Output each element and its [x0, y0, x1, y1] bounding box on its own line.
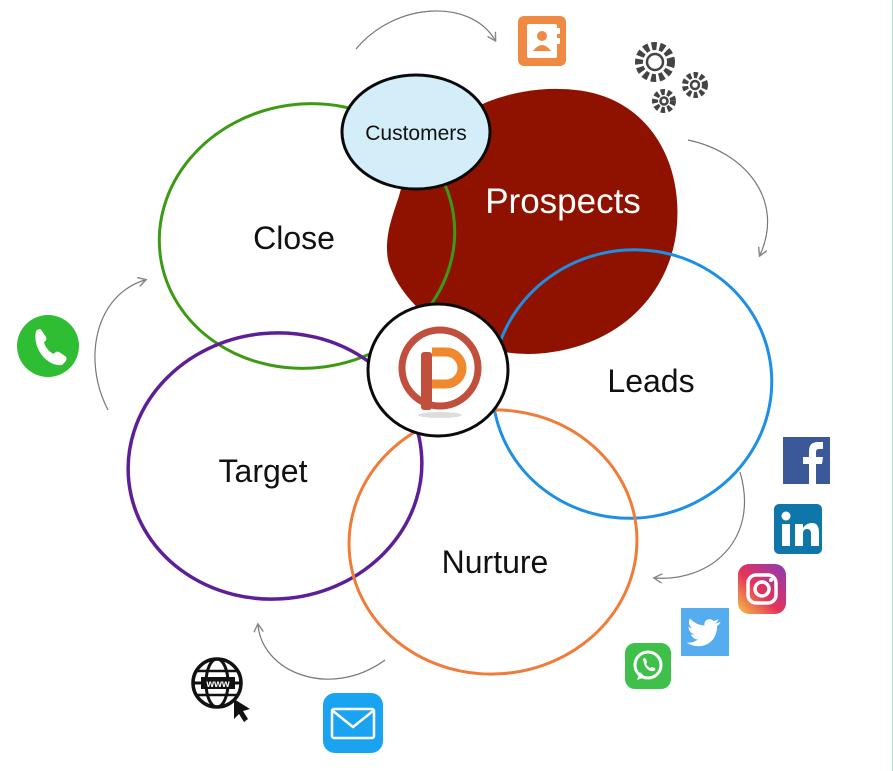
- center-logo: [366, 302, 510, 438]
- gears-icon: [635, 42, 708, 113]
- cycle-arrows: [94, 10, 769, 680]
- twitter-icon: [681, 608, 729, 656]
- www-globe-icon: www: [191, 657, 250, 722]
- arrow-top: [355, 10, 495, 50]
- linkedin-icon: [774, 504, 822, 554]
- arrow-right-top: [687, 139, 769, 255]
- phone-icon: [17, 315, 79, 377]
- leads-label: Leads: [607, 363, 694, 399]
- svg-text:www: www: [205, 679, 230, 690]
- nurture-label: Nurture: [442, 544, 549, 580]
- prospects-label: Prospects: [485, 182, 641, 221]
- instagram-icon: [738, 564, 786, 614]
- close-label: Close: [253, 220, 335, 256]
- whatsapp-icon: [625, 643, 671, 689]
- arrow-right-bottom: [655, 471, 746, 578]
- close-circle: [157, 102, 457, 370]
- target-label: Target: [219, 453, 308, 489]
- facebook-icon: [783, 437, 830, 484]
- email-icon: [323, 693, 383, 753]
- leads-circle: [490, 248, 774, 520]
- arrow-left: [94, 280, 145, 411]
- contact-book-icon: [518, 16, 566, 66]
- arrow-bottom: [258, 625, 386, 680]
- customers-circle: [340, 73, 492, 191]
- target-circle: [126, 331, 424, 601]
- nurture-circle: [347, 408, 639, 676]
- customers-label: Customers: [365, 122, 467, 145]
